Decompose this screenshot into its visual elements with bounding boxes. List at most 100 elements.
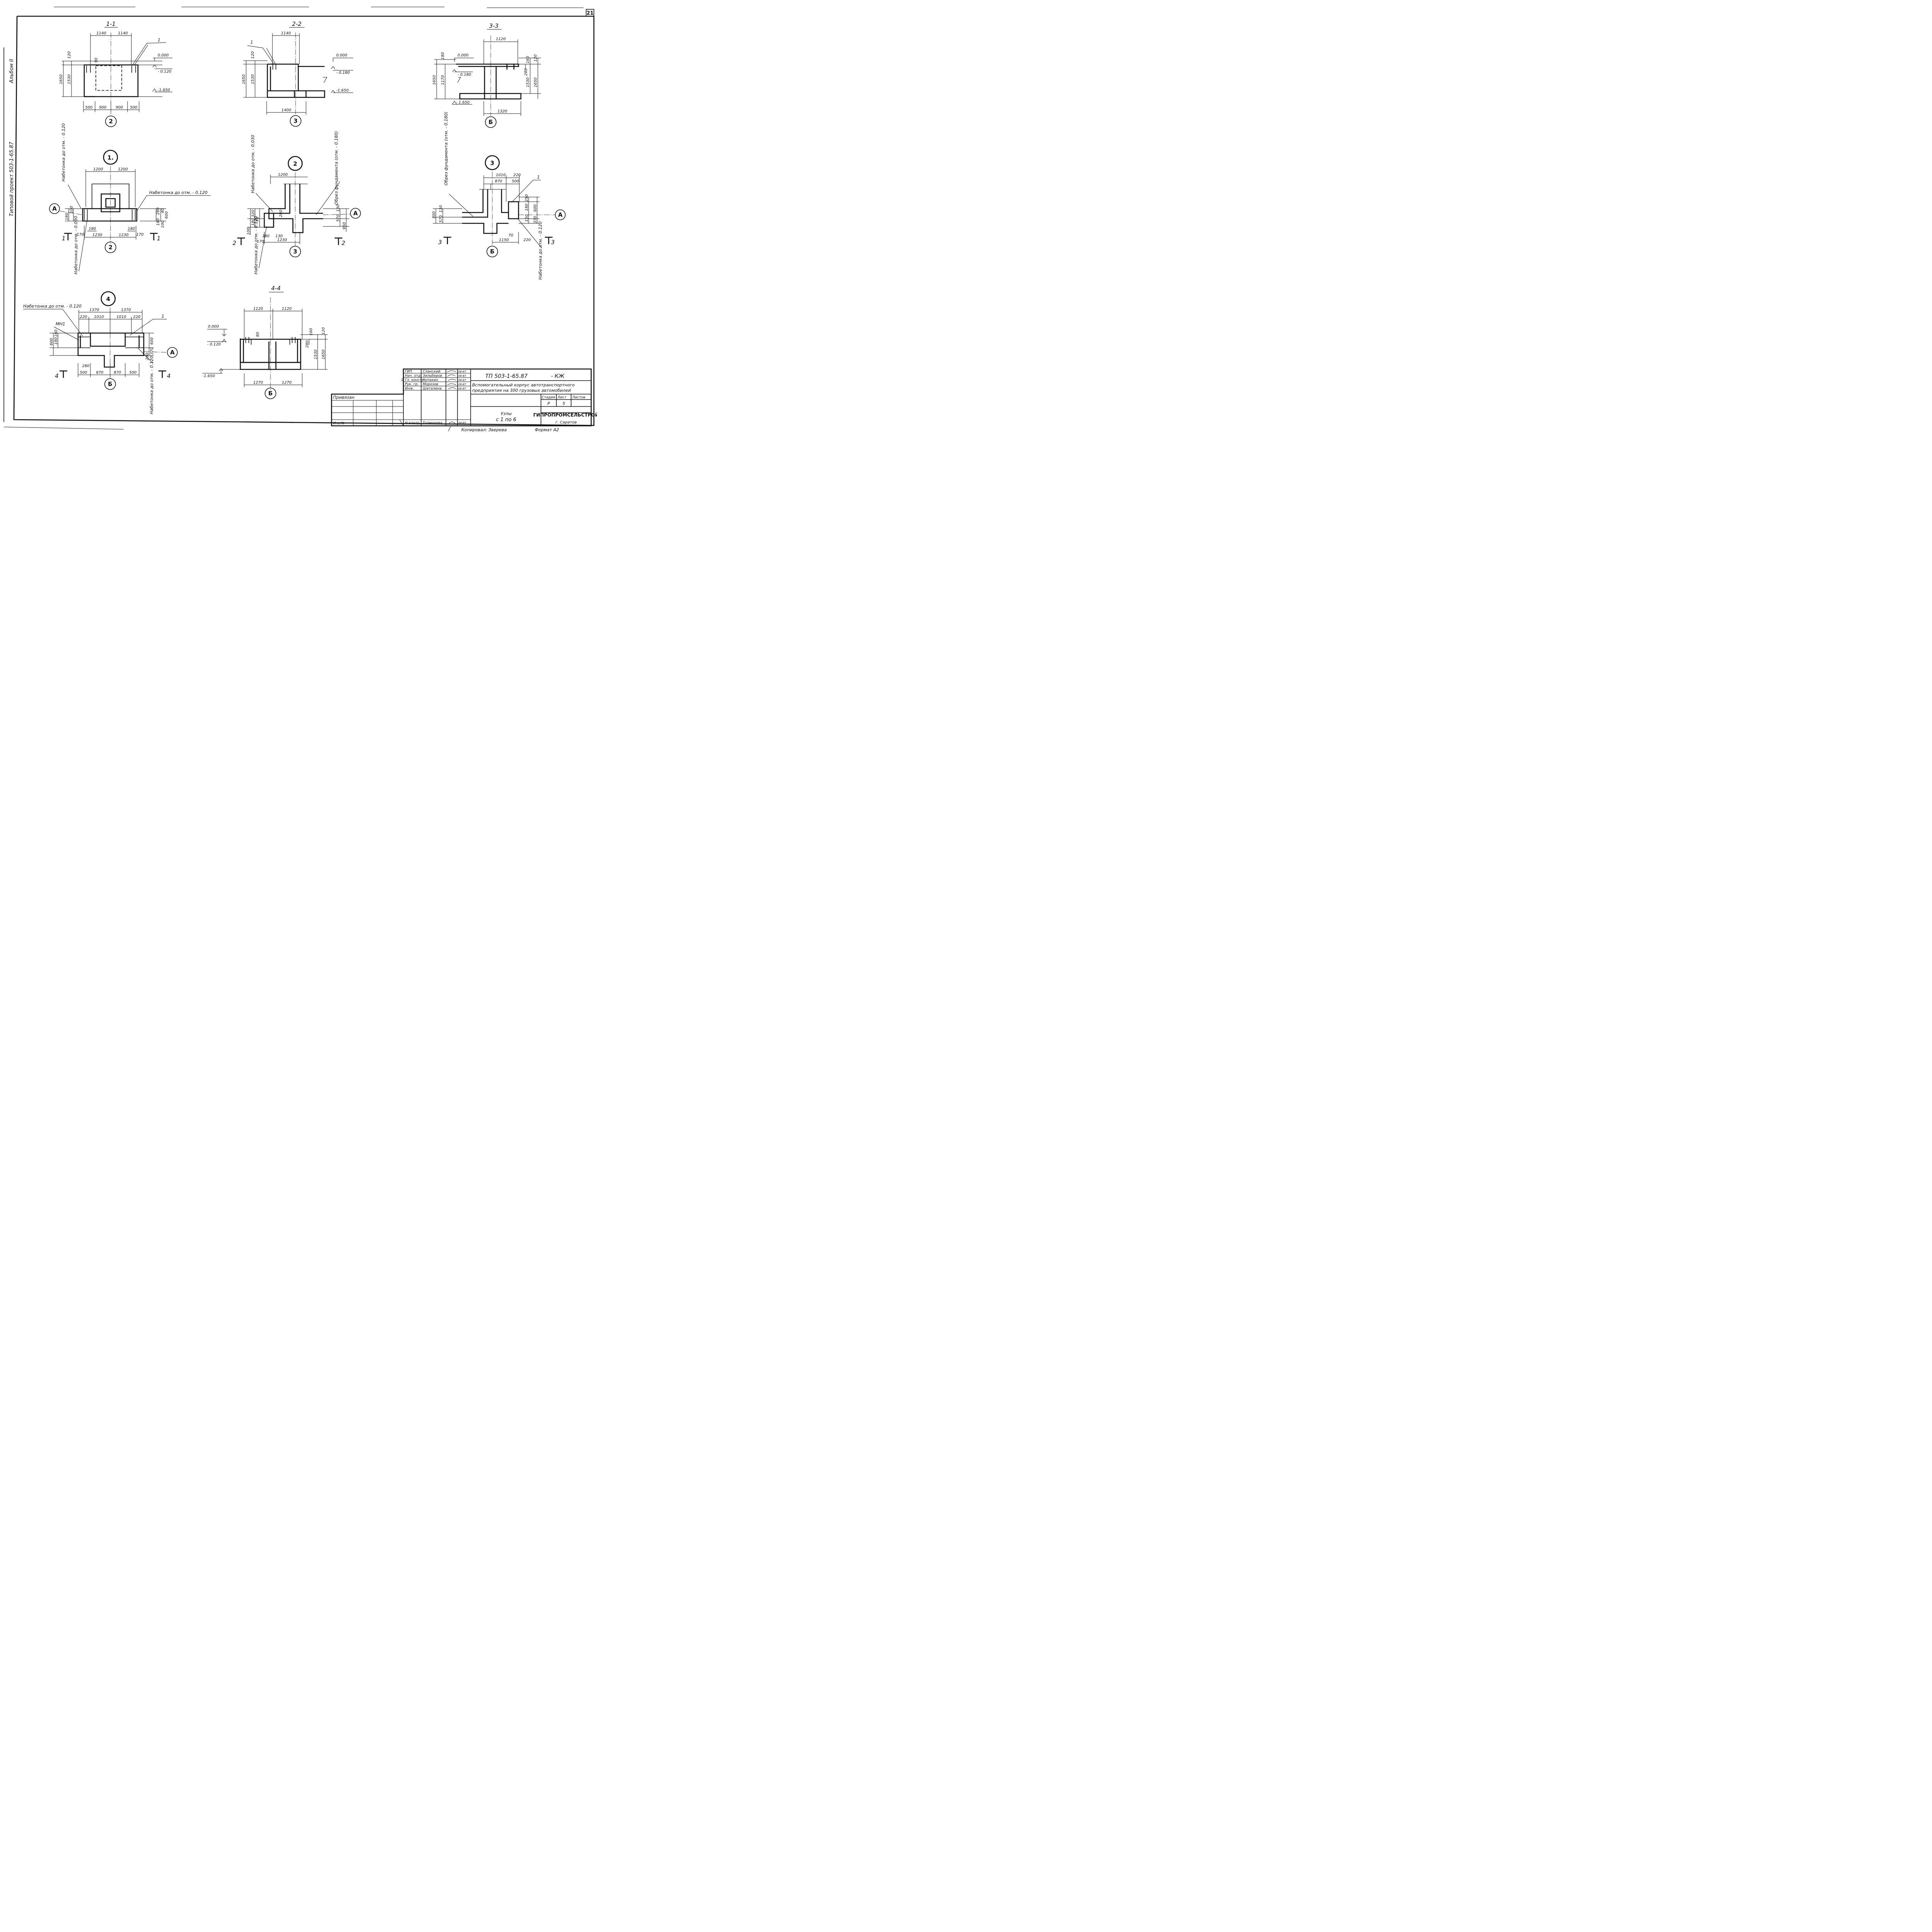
- level-1: - 0.180: [336, 71, 350, 75]
- name-2: Чупахин: [423, 378, 438, 382]
- dim-small-10: 130: [275, 234, 282, 238]
- anchor-label: МН1: [56, 321, 65, 327]
- role-1: Нач. отд.: [405, 374, 422, 378]
- node-3-plan: 3 1010 220 870 500 1150 220 300 570 130 …: [432, 112, 566, 280]
- dim-small-6: 150: [525, 214, 529, 222]
- dim-bottom-2: 870: [114, 371, 121, 375]
- date-4: 06-87: [458, 387, 466, 390]
- dim-left-2: 180: [441, 52, 445, 60]
- dim-small-7: 370: [533, 216, 537, 223]
- sheet-no-value: 5: [563, 401, 565, 406]
- dim-small-0: 300: [432, 211, 436, 219]
- page-number: 21: [587, 10, 594, 16]
- name-5: Толмачева: [423, 421, 442, 425]
- level-1: - 0.120: [158, 70, 171, 74]
- axis-right: [555, 209, 566, 220]
- section-4-4: 4-4 1120 1120 1270 1270 80 1530 1650 120…: [202, 285, 328, 399]
- name-4: Шаталина: [423, 387, 442, 391]
- cut-label-right: 1: [157, 235, 161, 242]
- role-3: Рук. гр.: [405, 383, 418, 386]
- note-left: Набетонка до отм. - 0.120: [61, 123, 66, 182]
- node-2-plan: 2 1200 1230 130 570 950 280 100 180 320 …: [233, 131, 361, 274]
- note-foundation: Обрез фундамента (отм. - 0.180): [444, 112, 449, 185]
- axis-marker: [265, 388, 276, 399]
- dim-bottom-1: 1230: [119, 233, 128, 237]
- dim-bottom-0: 1230: [92, 233, 102, 237]
- dim-bottom-2: 900: [116, 105, 123, 110]
- dim-bottom: 1230: [277, 238, 287, 242]
- axis-bottom-label: 3: [293, 248, 297, 255]
- name-0: Сланский: [423, 370, 440, 374]
- date-3: 06-87: [458, 383, 466, 386]
- bound-label: Привязан: [333, 395, 354, 400]
- dim-small-8: 100: [161, 221, 165, 228]
- dim-mid-2: 1010: [116, 315, 126, 319]
- node-number: 1.: [107, 154, 114, 161]
- drawing-mark: - КЖ: [551, 373, 565, 379]
- dim-small-8: 70: [509, 233, 514, 238]
- axis-marker-label: 3: [294, 117, 298, 124]
- cut-label-left: 2: [233, 240, 236, 247]
- dim-small-6: 320: [251, 210, 255, 217]
- dim-small-5: 40: [161, 208, 165, 213]
- description-line-1: Вспомогательный корпус автотранспортного: [472, 383, 575, 388]
- dim-top-0: 1120: [253, 307, 263, 311]
- level-2: - 1.650: [456, 100, 469, 105]
- dim-top-1: 1370: [121, 308, 131, 312]
- dim-small: 80: [256, 332, 260, 337]
- dim-top: 1140: [281, 31, 291, 36]
- dim-bottom-3: 500: [129, 371, 136, 375]
- dim-small-7: 70: [256, 217, 260, 222]
- node-marker: [485, 155, 500, 170]
- node-1-plan: 1. 1200 1200 1230 1230 180 180 170 170 2…: [49, 123, 211, 274]
- dim-small-4: 280: [156, 207, 160, 215]
- axis-bottom-label: 2: [109, 244, 112, 251]
- node-4-plan: 4 1370 1370 220 1010 1010 220 500 870 87…: [23, 291, 178, 414]
- leader-label: 1: [162, 314, 164, 319]
- dim-small-2: 180: [54, 337, 58, 345]
- dim-bottom-1: 870: [96, 371, 103, 375]
- role-0: ГИП: [405, 370, 412, 374]
- change-mark: 1: [401, 378, 403, 382]
- role-2: Гл. констр.: [405, 378, 425, 382]
- axis-marker-label: Б: [488, 119, 493, 126]
- dim-small-7: 180: [156, 218, 160, 226]
- dim-bottom-0: 500: [85, 105, 92, 110]
- axis-marker-label: 2: [109, 118, 113, 125]
- dim-left-1: 1530: [67, 75, 71, 84]
- name-3: Морозов: [423, 383, 438, 386]
- section-title: 2-2: [292, 20, 302, 27]
- leader-label: 1: [250, 40, 253, 45]
- note-bottom: Набетонка до отм. - 0.120: [253, 216, 259, 274]
- dim-bottom-1: 1270: [282, 381, 291, 385]
- dim-small-4: 180: [525, 204, 529, 211]
- stage-header: Стадия: [542, 396, 555, 400]
- date-1: 06-87: [458, 374, 466, 378]
- copied-by: Копировал: Зверева: [461, 427, 507, 432]
- note-bottom: Набетонка до отм. - 0.030: [73, 216, 78, 274]
- section-title: 3-3: [489, 22, 499, 29]
- axis-bottom: [104, 378, 116, 390]
- dim-small-0: 130: [336, 204, 340, 212]
- node-number: 3: [490, 160, 494, 167]
- dim-small-3: 280: [82, 364, 89, 368]
- axis-bottom: [105, 242, 116, 253]
- sheet-title-line-1: Узлы: [501, 411, 512, 416]
- dim-right-3: 160: [526, 56, 530, 63]
- date-2: 06-87: [458, 379, 466, 382]
- level-2: -1.650: [336, 88, 349, 93]
- dim-small-0: 600: [49, 338, 54, 345]
- dim-left-0: 1650: [242, 75, 246, 84]
- dim-small-1: 570: [439, 215, 443, 223]
- dim-top-0: 1010: [496, 173, 505, 177]
- axis-marker: [290, 115, 301, 127]
- cut-label-right: 4: [167, 372, 171, 379]
- sheet-header: Лист: [557, 396, 567, 400]
- note-foundation: Обрез фундамента (отм. - 0.180): [334, 131, 339, 205]
- dim-top: 1200: [278, 173, 287, 177]
- cut-label-right: 2: [342, 240, 345, 247]
- dim-top-1: 1200: [118, 167, 128, 172]
- level-1: - 0.120: [207, 342, 221, 347]
- note-top: Набетонка до отм. - 0.030: [250, 135, 255, 193]
- dim-left-1: 1170: [441, 75, 445, 85]
